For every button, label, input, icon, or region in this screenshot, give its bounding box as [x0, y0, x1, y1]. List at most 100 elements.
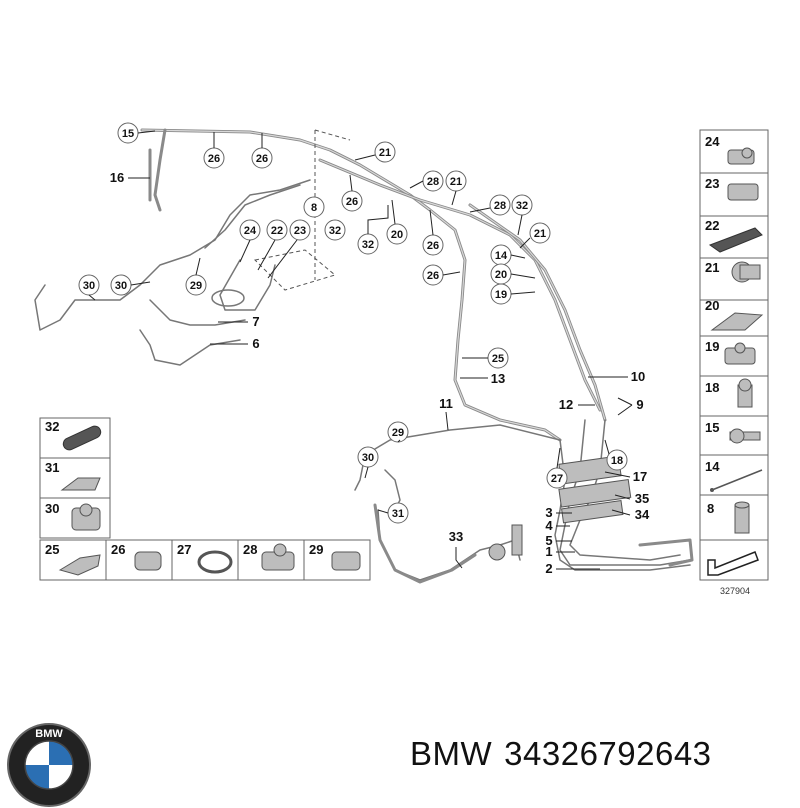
part-number: 34326792643 — [504, 735, 712, 772]
svg-text:21: 21 — [379, 147, 391, 159]
brand-name: BMW — [410, 735, 493, 772]
svg-text:26: 26 — [208, 153, 220, 165]
callouts: 15 16 26 26 21 28 21 26 8 28 32 32 32 20… — [78, 122, 650, 576]
svg-text:25: 25 — [492, 353, 504, 365]
svg-text:19: 19 — [705, 339, 719, 354]
svg-text:30: 30 — [45, 501, 59, 516]
svg-text:32: 32 — [45, 419, 59, 434]
catalog-item-24: 24 — [705, 134, 755, 165]
svg-text:32: 32 — [516, 200, 528, 212]
catalog-item-32: 32 — [45, 419, 102, 451]
catalog-item-23: 23 — [705, 176, 759, 201]
svg-text:17: 17 — [633, 469, 647, 484]
svg-text:21: 21 — [450, 176, 462, 188]
svg-text:32: 32 — [362, 239, 374, 251]
callout-25: 25 — [462, 347, 509, 369]
callout-20a: 20 — [386, 199, 408, 245]
svg-text:31: 31 — [392, 508, 404, 520]
arrow-icon — [707, 551, 759, 576]
catalog-item-14: 14 — [705, 459, 763, 492]
svg-text:6: 6 — [252, 336, 259, 351]
svg-text:26: 26 — [427, 240, 439, 252]
svg-text:34: 34 — [635, 507, 650, 522]
svg-text:27: 27 — [177, 542, 191, 557]
callout-26a: 26 — [203, 132, 225, 169]
parts-catalog-left: 32 31 30 — [39, 417, 111, 539]
catalog-item-19: 19 — [705, 339, 756, 365]
callout-21a: 21 — [354, 141, 396, 163]
callout-18: 18 — [604, 439, 628, 471]
catalog-item-18: 18 — [705, 378, 753, 408]
callout-34: 34 — [611, 507, 650, 522]
callout-24: 24 — [239, 219, 261, 263]
svg-text:23: 23 — [705, 176, 719, 191]
callout-22: 22 — [257, 219, 288, 271]
svg-text:1: 1 — [545, 544, 552, 559]
svg-text:20: 20 — [495, 269, 507, 281]
callout-21c: 21 — [519, 222, 551, 249]
svg-text:22: 22 — [705, 218, 719, 233]
callout-29b: 29 — [387, 421, 409, 443]
catalog-item-29: 29 — [309, 542, 361, 571]
svg-text:29: 29 — [190, 280, 202, 292]
svg-text:14: 14 — [705, 459, 720, 474]
callout-30b: 30 — [110, 274, 151, 296]
svg-text:8: 8 — [311, 202, 317, 214]
callout-21b: 21 — [445, 170, 467, 206]
svg-text:20: 20 — [391, 229, 403, 241]
svg-text:28: 28 — [427, 176, 439, 188]
callout-26d: 26 — [422, 209, 444, 256]
svg-text:5: 5 — [545, 533, 552, 548]
callout-3: 3 — [545, 505, 572, 520]
catalog-item-26: 26 — [111, 542, 162, 571]
callout-33: 33 — [449, 529, 463, 569]
svg-text:18: 18 — [705, 380, 719, 395]
callout-13: 13 — [460, 371, 505, 386]
svg-text:30: 30 — [83, 280, 95, 292]
svg-text:30: 30 — [362, 452, 374, 464]
svg-text:3: 3 — [545, 505, 552, 520]
callout-28a: 28 — [409, 170, 444, 192]
callout-5: 5 — [545, 533, 572, 548]
callout-16: 16 — [110, 170, 150, 185]
svg-text:15: 15 — [122, 128, 134, 140]
callout-27: 27 — [546, 447, 568, 489]
svg-text:12: 12 — [559, 397, 573, 412]
parts-catalog-right: 24 23 22 21 20 19 18 — [699, 129, 769, 596]
callout-7: 7 — [218, 314, 260, 329]
bmw-logo-icon: BMW — [7, 723, 91, 807]
part-label: BMW 34326792643 — [410, 735, 724, 773]
svg-text:26: 26 — [111, 542, 125, 557]
callout-26c: 26 — [341, 174, 363, 212]
catalog-item-28: 28 — [243, 542, 295, 571]
image-number: 327904 — [720, 586, 750, 596]
svg-text:19: 19 — [495, 289, 507, 301]
catalog-item-22: 22 — [705, 218, 763, 253]
svg-text:30: 30 — [115, 280, 127, 292]
catalog-item-20: 20 — [705, 298, 764, 331]
svg-text:7: 7 — [252, 314, 259, 329]
svg-text:4: 4 — [545, 518, 553, 533]
catalog-item-25: 25 — [45, 542, 101, 576]
catalog-item-8: 8 — [707, 501, 750, 534]
callout-17: 17 — [604, 469, 647, 484]
callout-9: 9 — [617, 397, 644, 416]
svg-text:16: 16 — [110, 170, 124, 185]
callout-15: 15 — [117, 122, 156, 144]
svg-text:11: 11 — [439, 396, 453, 411]
callout-32a: 32 — [511, 194, 533, 236]
callout-31: 31 — [377, 502, 409, 524]
catalog-item-21: 21 — [705, 260, 761, 283]
svg-text:26: 26 — [256, 153, 268, 165]
svg-text:27: 27 — [551, 473, 563, 485]
svg-text:15: 15 — [705, 420, 719, 435]
svg-text:33: 33 — [449, 529, 463, 544]
callout-8: 8 — [303, 196, 325, 218]
svg-text:21: 21 — [705, 260, 719, 275]
callout-19: 19 — [490, 283, 536, 305]
callout-32b: 32 — [324, 219, 346, 241]
callout-2: 2 — [545, 561, 600, 576]
svg-text:20: 20 — [705, 298, 719, 313]
svg-text:26: 26 — [427, 270, 439, 282]
